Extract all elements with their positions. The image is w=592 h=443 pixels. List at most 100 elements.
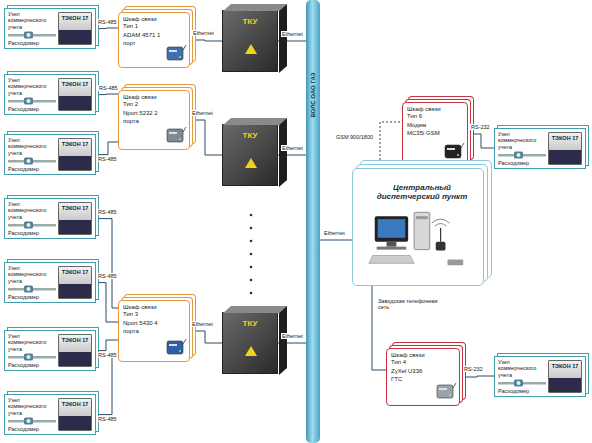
drawing-shape — [179, 350, 181, 352]
device-model: Модем MC35i GSM — [407, 122, 443, 136]
device-icon — [165, 336, 187, 358]
flowmeter-label: Расходомер — [8, 426, 55, 432]
device-name: ТЭКОН 17 — [550, 363, 580, 369]
drawing-shape — [24, 285, 33, 292]
drawing-shape — [432, 219, 450, 223]
meter-station: ТЭКОН 17 Узел коммерческого учетаРасходом… — [4, 198, 96, 239]
drawing-shape — [24, 157, 33, 164]
controller-panel: ТЭКОН 17 — [58, 138, 92, 171]
drawing-shape — [27, 223, 31, 227]
flowmeter-symbol — [8, 285, 56, 293]
drawing-shape — [279, 4, 287, 73]
connector-line — [96, 340, 118, 351]
drawing-shape — [27, 287, 31, 291]
drawing-shape — [179, 56, 181, 58]
link-label: Ethernet — [192, 30, 215, 36]
continuation-dots — [250, 214, 253, 295]
drawing-shape — [223, 306, 287, 313]
link-label: RS-485 — [97, 19, 118, 25]
drawing-shape — [447, 259, 463, 265]
meter-station: ТЭКОН 17Узел коммерческого учетаРасходом… — [4, 330, 96, 371]
drawing-shape — [169, 50, 177, 52]
controller-panel: ТЭКОН 17 — [58, 12, 92, 45]
device-name: ТЭКОН 17 — [60, 81, 90, 87]
station-title: Узел коммерческого учета — [498, 131, 545, 150]
cabinet-title: Шкаф связи Тип 2 — [123, 94, 165, 108]
tku-cube: ТКУ — [222, 312, 278, 374]
drawing-shape — [436, 242, 446, 251]
station-title: Узел коммерческого учета — [498, 359, 545, 378]
drawing-shape — [167, 129, 183, 142]
drawing-shape — [435, 224, 447, 226]
drawing-shape — [179, 138, 181, 140]
meter-station: ТЭКОН 17Узел коммерческого учетаРасходом… — [4, 262, 96, 303]
drawing-shape — [223, 4, 287, 11]
backbone-title: ВОЛС ОАО ГАЗ — [310, 72, 316, 117]
flowmeter-symbol — [8, 97, 56, 105]
drawing-shape — [167, 47, 183, 60]
drawing-shape — [250, 279, 253, 282]
cube-title: ТКУ — [223, 319, 277, 328]
drawing-shape — [24, 97, 33, 104]
cabinet-title: Шкаф связи Тип 6 — [407, 106, 443, 120]
drawing-shape — [24, 417, 33, 424]
drawing-shape — [416, 216, 428, 219]
controller-panel: ТЭКОН 17 — [58, 78, 92, 111]
connector-line — [96, 283, 118, 322]
drawing-shape — [250, 214, 253, 217]
drawing-shape — [24, 353, 33, 360]
device-model: Nport 5430 4 порта — [123, 320, 165, 334]
drawing-shape — [250, 292, 253, 295]
comm-cabinet: Шкаф связи Тип 4ZyXel U336 ГТС — [386, 348, 460, 406]
drawing-shape — [245, 44, 257, 54]
device-name: ТЭКОН 17 — [60, 205, 90, 211]
cabinet-title: Шкаф связи Тип 1 — [123, 16, 165, 30]
drawing-shape — [169, 132, 177, 134]
station-title: Узел коммерческого учета — [8, 77, 55, 96]
cube-faces — [223, 306, 287, 375]
station-title: Узел коммерческого учета — [8, 201, 55, 220]
connector-line — [190, 40, 222, 41]
fiber-backbone: ВОЛС ОАО ГАЗ — [306, 0, 320, 443]
drawing-shape — [445, 145, 461, 158]
flowmeter-symbol — [498, 379, 546, 387]
link-label: Заводская телефонная сеть — [377, 298, 449, 311]
drawing-shape — [514, 379, 523, 386]
drawing-shape — [250, 266, 253, 269]
link-label: Ethernet — [323, 230, 346, 236]
drawing-shape — [250, 253, 253, 256]
cube-faces — [223, 118, 287, 187]
device-model: Nport 5232 2 порта — [123, 110, 165, 124]
cabinet-title: Шкаф связи Тип 3 — [123, 304, 165, 318]
cube-title: ТКУ — [223, 17, 277, 26]
tku-cube: ТКУ — [222, 124, 278, 186]
link-label: Ethernet — [281, 145, 304, 151]
drawing-shape — [514, 151, 523, 158]
meter-station: ТЭКОН 17Узел коммерческого учетаРасходом… — [4, 74, 96, 115]
drawing-shape — [250, 227, 253, 230]
connector-line — [468, 134, 494, 148]
cube-faces — [223, 4, 287, 73]
flowmeter-label: Расходомер — [8, 294, 55, 300]
drawing-shape — [167, 341, 183, 354]
drawing-shape — [378, 219, 406, 238]
drawing-shape — [24, 221, 33, 228]
flowmeter-label: Расходомер — [498, 388, 545, 394]
flowmeter-label: Расходомер — [8, 230, 55, 236]
drawing-shape — [449, 394, 451, 396]
comm-cabinet: Шкаф связи Тип 2 Nport 5232 2 порта — [118, 90, 190, 150]
cube-title: ТКУ — [223, 131, 277, 140]
drawing-shape — [369, 256, 414, 264]
controller-panel: ТЭКОН 17 — [58, 398, 92, 431]
flowmeter-symbol — [8, 31, 56, 39]
drawing-shape — [183, 339, 186, 344]
connector-line — [96, 354, 118, 415]
connector-line — [460, 376, 494, 377]
drawing-shape — [517, 381, 521, 385]
drawing-shape — [24, 31, 33, 38]
connector-line — [96, 94, 118, 96]
link-label: Ethernet — [191, 110, 214, 116]
flowmeter-symbol — [8, 157, 56, 165]
